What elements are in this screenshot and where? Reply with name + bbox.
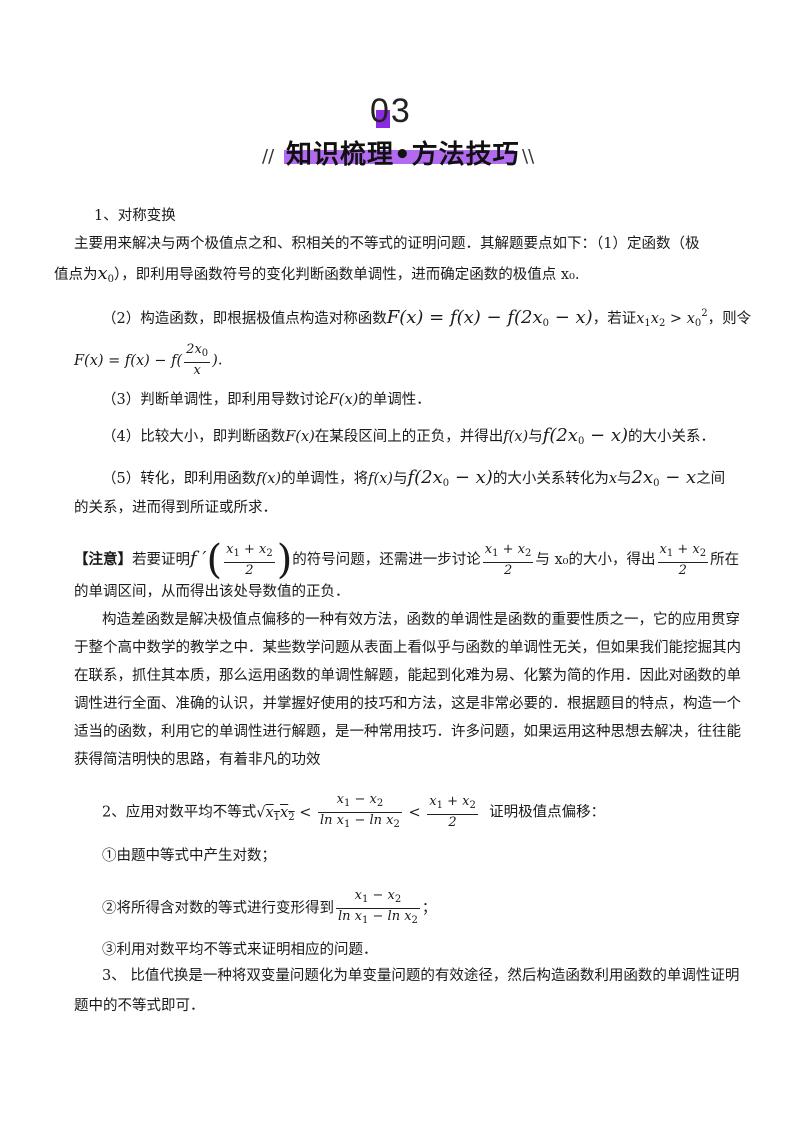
para-line-6: 获得简洁明快的思路，有着非凡的功效 (74, 752, 321, 768)
s2-item-3: ③利用对数平均不等式来证明相应的问题． (102, 942, 378, 958)
title-slash-left: // (262, 146, 275, 167)
s1-step5: （5）转化，即利用函数f(x)的单调性，将f(x)与f(2x0 − x)的大小关… (102, 467, 726, 489)
para-line-1: 构造差函数是解决极值点偏移的一种有效方法，函数的单调性是函数的重要性质之一，它的… (102, 612, 740, 628)
number-accent-bar (376, 110, 390, 128)
para-line-5: 适当的函数，利用它的单调性进行解题，是一种常用技巧．许多问题，如果运用这种思想去… (74, 724, 741, 740)
s1-step5-cont: 的关系，进而得到所证或所求． (74, 500, 277, 516)
s1-step2: （2）构造函数，即根据极值点构造对称函数F(x) = f(x) − f(2x0 … (102, 307, 752, 329)
s1-intro-b: 值点为x0），即利用导函数符号的变化判断函数单调性，进而确定函数的极值点 x₀. (54, 263, 580, 285)
title-slash-right: \\ (522, 146, 535, 167)
s1-intro-a: 主要用来解决与两个极值点之和、积相关的不等式的证明问题．其解题要点如下：（1）定… (74, 236, 700, 252)
math-F-sym: F(x) = f(x) − f(2x0 − x) (386, 307, 593, 329)
s3-line-2: 题中的不等式即可． (74, 998, 205, 1014)
para-line-3: 在联系，抓住其本质，那么运用函数的单调性解题，能起到化难为易、化繁为简的作用．因… (74, 668, 741, 684)
note-cont: 的单调区间，从而得出该处导数值的正负． (74, 584, 350, 600)
s1-step3: （3）判断单调性，即利用导数讨论F(x)的单调性． (102, 392, 431, 408)
s2-item-1: ①由题中等式中产生对数； (102, 848, 276, 864)
section-title: 知识梳理•方法技巧 (286, 140, 520, 170)
s3-line-1: 3、 比值代换是一种将双变量问题化为单变量问题的有效途径，然后构造函数利用函数的… (102, 968, 740, 984)
section-number: 03 (370, 92, 412, 130)
math-x0: x0 (97, 263, 115, 285)
math-Fx: F(x) (328, 392, 359, 408)
math-x1x2-gt: x1x2 > x02 (636, 308, 708, 329)
title-highlight (284, 150, 514, 164)
s1-title: 1、对称变换 (94, 208, 176, 224)
para-line-4: 调性进行全面、准确的认识，并掌握好使用的技巧和方法，这是非常必要的．根据题目的特… (74, 696, 741, 712)
para-line-2: 于整个高中数学的教学之中．某些数学问题从表面上看似乎与函数的单调性无关，但如果我… (74, 640, 741, 656)
note-label: 【注意】 (74, 551, 132, 568)
s1-step4: （4）比较大小，即判断函数F(x)在某段区间上的正负，并得出f(x)与f(2x0… (102, 425, 716, 447)
